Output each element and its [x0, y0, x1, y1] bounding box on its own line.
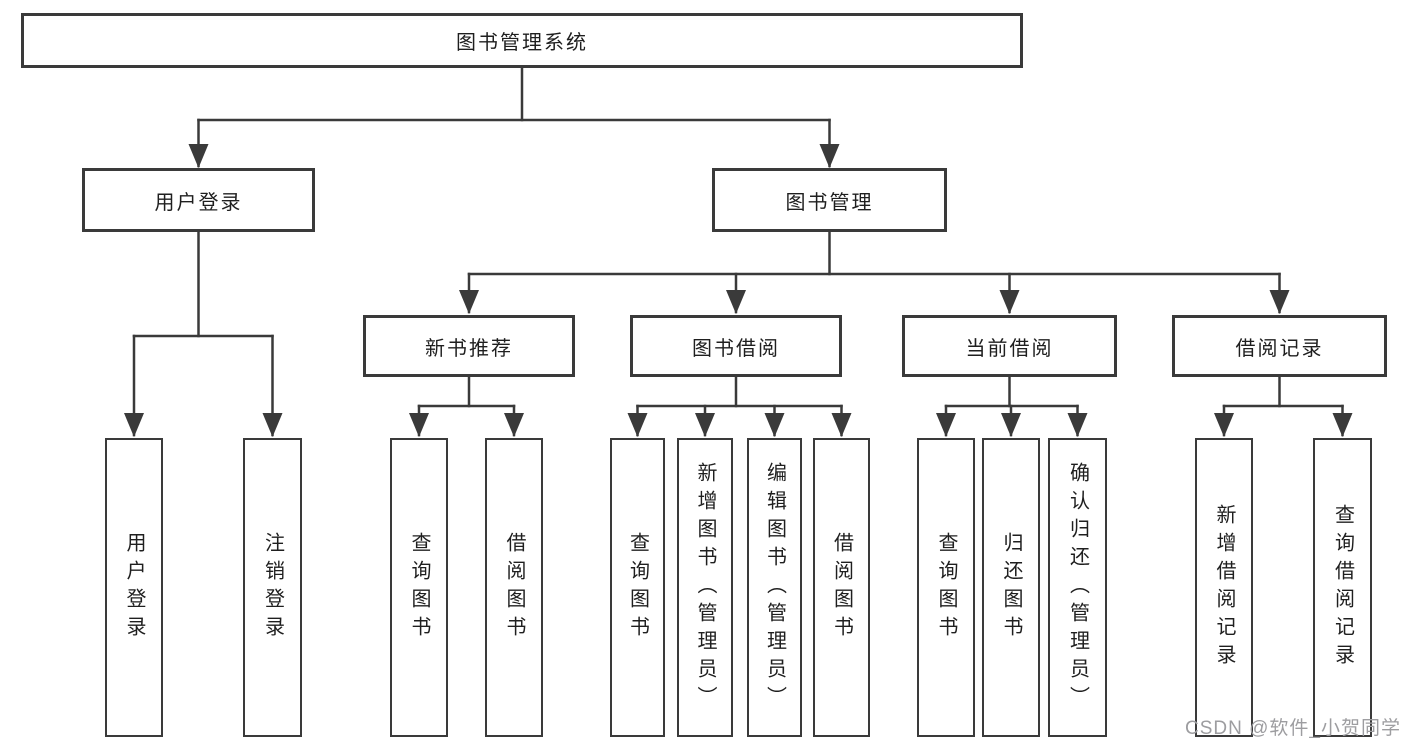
leaf-confirm-return-admin: 确认归还（管理员）: [1048, 438, 1107, 737]
leaf-logout: 注销登录: [243, 438, 302, 737]
node-borrow-records: 借阅记录: [1172, 315, 1387, 377]
watermark: CSDN @软件_小贺同学: [1185, 718, 1401, 739]
leaf-query-current-borrow: 查询图书: [917, 438, 975, 737]
leaf-label: 注销登录: [261, 531, 284, 644]
leaf-label: 查询借阅记录: [1331, 503, 1354, 672]
leaf-return-book: 归还图书: [982, 438, 1040, 737]
leaf-query-book: 查询图书: [610, 438, 665, 737]
node-system-root: 图书管理系统: [21, 13, 1023, 68]
leaf-label: 查询图书: [935, 531, 957, 644]
node-current-borrow: 当前借阅: [902, 315, 1117, 377]
node-new-book-recommend: 新书推荐: [363, 315, 575, 377]
leaf-label: 编辑图书（管理员）: [763, 461, 786, 714]
leaf-query-book-recommend: 查询图书: [390, 438, 448, 737]
node-book-management: 图书管理: [712, 168, 947, 232]
leaf-label: 确认归还（管理员）: [1066, 461, 1089, 714]
leaf-borrow-book-recommend: 借阅图书: [485, 438, 543, 737]
leaf-edit-book-admin: 编辑图书（管理员）: [747, 438, 802, 737]
node-user-login: 用户登录: [82, 168, 315, 232]
leaf-label: 查询图书: [408, 531, 430, 644]
leaf-borrow-book: 借阅图书: [813, 438, 870, 737]
leaf-add-borrow-record: 新增借阅记录: [1195, 438, 1253, 737]
leaf-label: 归还图书: [1000, 531, 1022, 644]
leaf-add-book-admin: 新增图书（管理员）: [677, 438, 733, 737]
leaf-label: 新增借阅记录: [1213, 503, 1235, 672]
leaf-label: 借阅图书: [503, 531, 525, 644]
leaf-query-borrow-record: 查询借阅记录: [1313, 438, 1372, 737]
leaf-label: 用户登录: [123, 531, 145, 644]
leaf-user-login: 用户登录: [105, 438, 163, 737]
leaf-label: 查询图书: [626, 531, 649, 644]
leaf-label: 借阅图书: [830, 531, 853, 644]
node-book-borrow: 图书借阅: [630, 315, 842, 377]
leaf-label: 新增图书（管理员）: [694, 461, 716, 714]
